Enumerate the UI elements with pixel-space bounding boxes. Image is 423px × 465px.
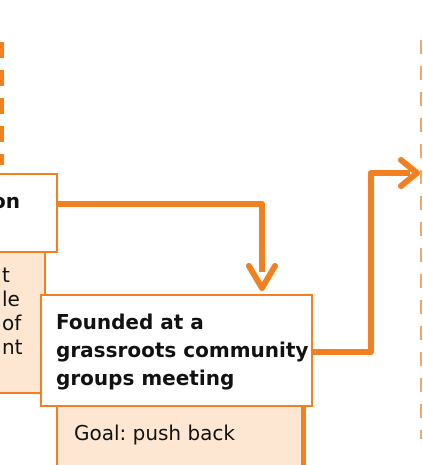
center-node-title-line: groups meeting	[56, 366, 235, 390]
left-node-body-line: of	[2, 311, 22, 335]
left-node-body-line: le	[2, 287, 20, 311]
center-node-body-box: Goal: push back	[56, 405, 306, 465]
left-node-body-line: nt	[2, 335, 23, 359]
center-node-title-box: Founded at a grassroots community groups…	[40, 294, 313, 407]
connector-center-to-right	[313, 170, 410, 355]
center-node-body-text: Goal: push back	[74, 421, 235, 445]
left-node-title: on	[0, 189, 20, 213]
arrowhead-down	[246, 263, 278, 291]
left-node-body-line: t	[2, 263, 10, 287]
arrowhead-right	[398, 157, 420, 189]
connector-left-to-center	[58, 201, 265, 272]
center-node-title-line: grassroots community	[56, 338, 309, 362]
center-node-title-line: Founded at a	[56, 310, 204, 334]
left-node-title-box: on	[0, 173, 58, 253]
